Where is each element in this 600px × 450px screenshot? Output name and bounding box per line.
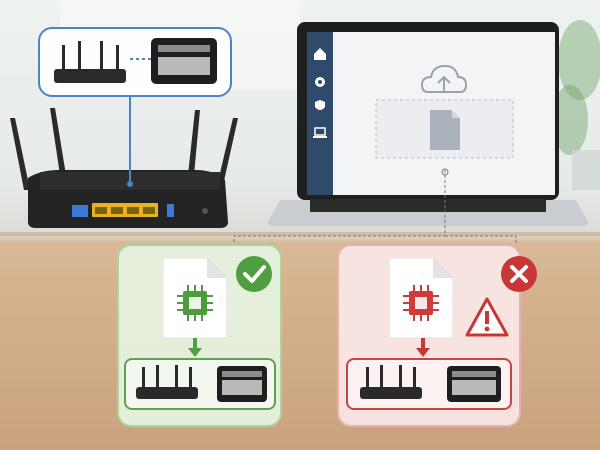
router-antenna	[216, 118, 238, 190]
router-antenna	[50, 108, 66, 175]
chip-icon	[177, 285, 213, 321]
router	[10, 108, 238, 228]
router-callout	[38, 27, 232, 97]
device-panel-icon	[151, 38, 217, 84]
cloud-upload-icon[interactable]	[420, 64, 468, 93]
router-icon	[360, 365, 422, 399]
success-panel	[117, 244, 282, 427]
file-icon	[430, 110, 460, 150]
plant	[552, 20, 600, 190]
failure-panel	[337, 244, 537, 427]
x-icon	[501, 256, 537, 292]
gear-icon[interactable]	[315, 77, 325, 87]
warning-icon	[465, 297, 509, 337]
flow-connector-dot	[441, 168, 449, 176]
callout-connector-dot	[127, 181, 133, 187]
router-antenna	[188, 110, 200, 175]
router-lan-port-slots	[95, 207, 155, 214]
flow-connector-right	[445, 235, 517, 244]
laptop-icon[interactable]	[313, 127, 327, 138]
flow-connector-left	[233, 170, 446, 244]
router-usb-port	[167, 204, 174, 217]
desk-edge	[0, 232, 600, 236]
device-panel-icon	[217, 366, 267, 402]
chip-icon	[403, 285, 439, 321]
check-icon	[236, 256, 272, 292]
router-icon	[54, 41, 126, 83]
router-lan-ports	[92, 203, 158, 217]
router-antenna	[10, 118, 30, 190]
router-wan-port	[72, 205, 88, 217]
laptop-keyboard	[310, 199, 546, 212]
router-power-jack	[202, 208, 208, 214]
dashed-link	[130, 58, 152, 60]
device-panel-icon	[447, 366, 501, 402]
shield-icon[interactable]	[315, 100, 325, 110]
failure-device-row	[346, 358, 512, 410]
success-device-row	[124, 358, 276, 410]
home-icon[interactable]	[314, 48, 326, 60]
arrow-down-icon	[416, 338, 430, 357]
router-icon	[136, 365, 198, 399]
laptop	[268, 22, 588, 226]
arrow-down-icon	[188, 338, 202, 357]
